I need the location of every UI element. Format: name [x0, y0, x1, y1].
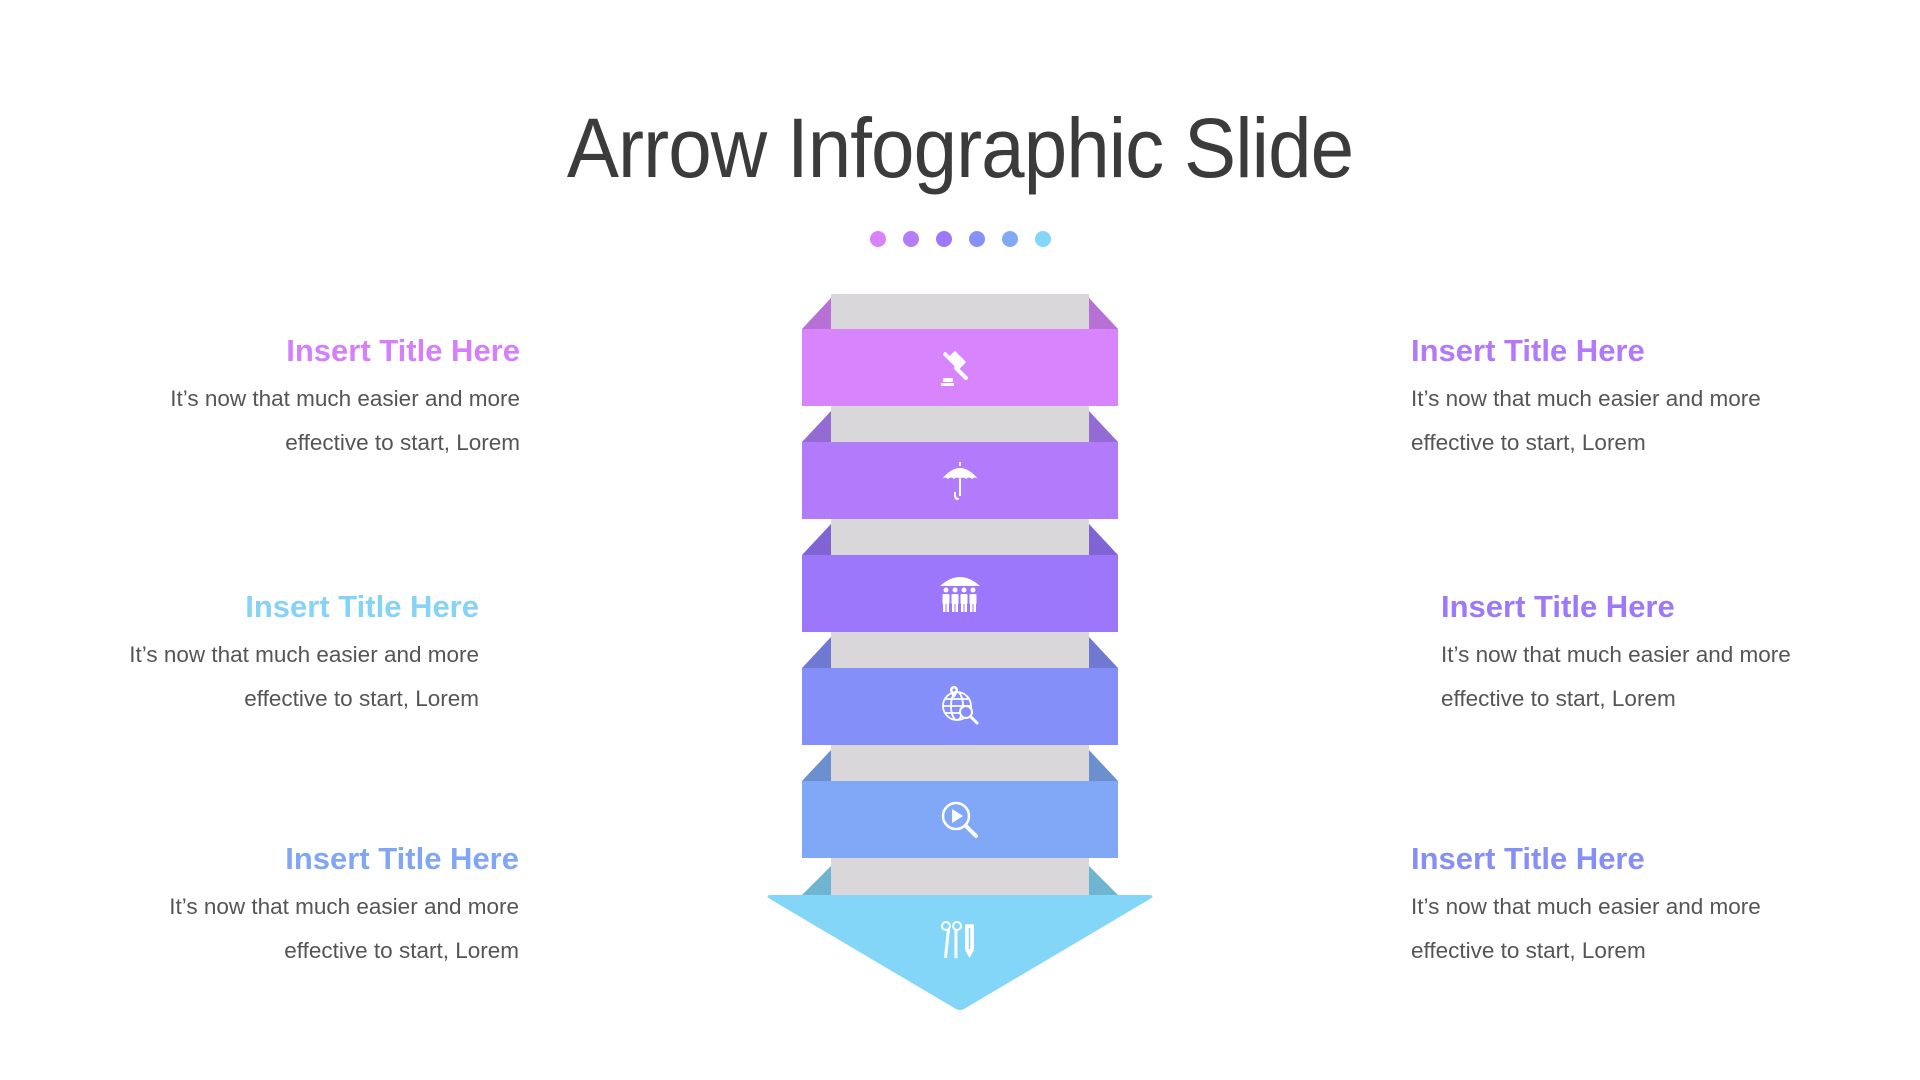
left-item-1: Insert Title Here It’s now that much eas…	[100, 331, 520, 465]
band-3	[802, 555, 1118, 632]
left-item-3: Insert Title Here It’s now that much eas…	[99, 839, 519, 973]
dot	[968, 231, 985, 247]
dot	[1034, 231, 1051, 247]
left-item-2: Insert Title Here It’s now that much eas…	[59, 587, 479, 721]
globe-search-icon	[942, 685, 979, 724]
right-item-1: Insert Title Here It’s now that much eas…	[1411, 331, 1831, 465]
item-body-line-1: It’s now that much easier and more	[169, 894, 519, 919]
fold-right-5	[1089, 750, 1118, 781]
decorative-dots	[0, 231, 1920, 247]
item-title: Insert Title Here	[1411, 333, 1645, 368]
people-umbrella-icon	[940, 576, 980, 612]
fold-left-1	[802, 298, 831, 329]
fold-left-5	[802, 750, 831, 781]
right-item-2: Insert Title Here It’s now that much eas…	[1441, 587, 1861, 721]
video-search-icon	[941, 801, 978, 838]
fold-right-arrow	[1089, 866, 1118, 895]
dot	[935, 231, 952, 247]
item-body-line-2: effective to start, Lorem	[1411, 938, 1646, 963]
fold-right-1	[1089, 298, 1118, 329]
right-item-3: Insert Title Here It’s now that much eas…	[1411, 839, 1831, 973]
item-body-line-2: effective to start, Lorem	[1411, 430, 1646, 455]
fold-left-3	[802, 524, 831, 555]
item-body-line-1: It’s now that much easier and more	[1411, 386, 1761, 411]
dot	[902, 231, 919, 247]
band-1	[802, 329, 1118, 406]
arrow-head	[767, 895, 1153, 1010]
item-title: Insert Title Here	[285, 841, 519, 876]
item-body-line-1: It’s now that much easier and more	[170, 386, 520, 411]
item-body-line-2: effective to start, Lorem	[284, 938, 519, 963]
item-body-line-1: It’s now that much easier and more	[1411, 894, 1761, 919]
dot	[1001, 231, 1018, 247]
item-title: Insert Title Here	[245, 589, 479, 624]
gavel-icon	[941, 350, 968, 386]
dot	[869, 231, 886, 247]
umbrella-icon	[942, 461, 978, 500]
fold-left-2	[802, 411, 831, 442]
item-body-line-2: effective to start, Lorem	[244, 686, 479, 711]
fold-right-2	[1089, 411, 1118, 442]
band-5	[802, 781, 1118, 858]
fold-left-arrow	[802, 866, 831, 895]
fold-right-3	[1089, 524, 1118, 555]
scissors-pencil-icon	[941, 921, 974, 959]
item-body-line-1: It’s now that much easier and more	[129, 642, 479, 667]
band-2	[802, 442, 1118, 519]
fold-left-4	[802, 637, 831, 668]
slide-title: Arrow Infographic Slide	[566, 101, 1354, 195]
band-4	[802, 668, 1118, 745]
item-title: Insert Title Here	[1441, 589, 1675, 624]
fold-right-4	[1089, 637, 1118, 668]
item-body-line-2: effective to start, Lorem	[1441, 686, 1676, 711]
item-title: Insert Title Here	[286, 333, 520, 368]
item-body-line-1: It’s now that much easier and more	[1441, 642, 1791, 667]
item-body-line-2: effective to start, Lorem	[285, 430, 520, 455]
item-title: Insert Title Here	[1411, 841, 1645, 876]
